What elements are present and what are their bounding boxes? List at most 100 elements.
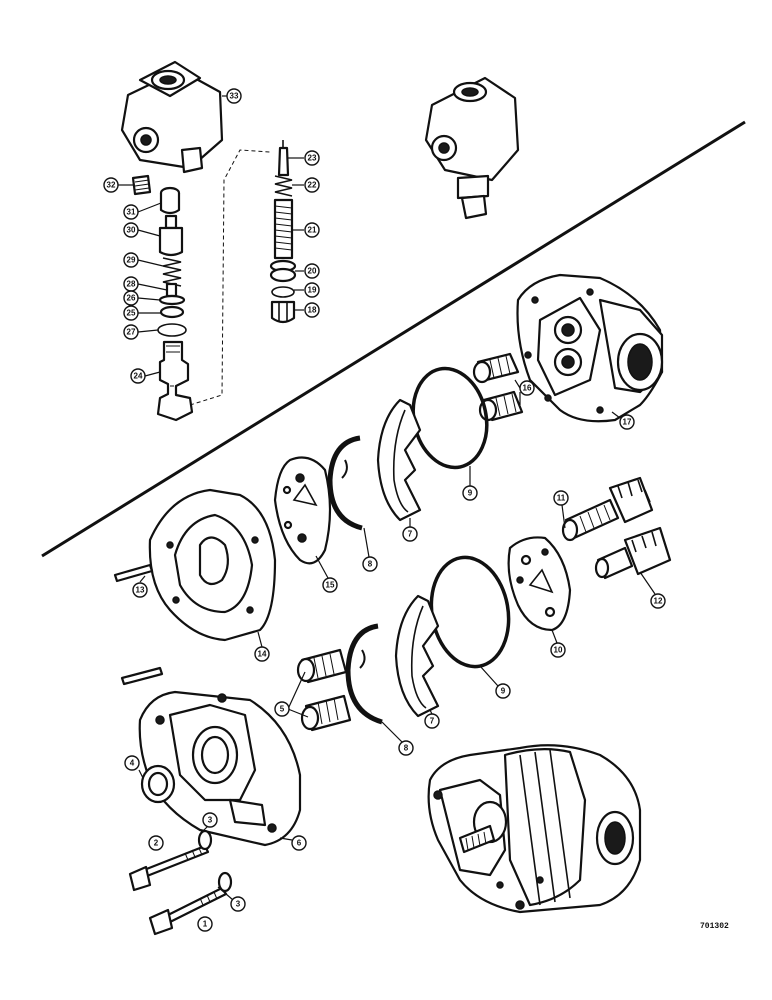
relief-valve-assembled	[424, 76, 520, 220]
callout-28: 28	[123, 276, 139, 292]
svg-text:29: 29	[127, 256, 136, 265]
svg-text:33: 33	[230, 92, 239, 101]
washer-3-upper	[197, 829, 213, 851]
svg-text:22: 22	[308, 181, 317, 190]
assembled-pump	[427, 744, 642, 914]
callout-8-upper: 8	[362, 556, 378, 572]
bearing-5-upper	[296, 648, 348, 684]
washer-26	[158, 294, 186, 306]
oring-27	[157, 323, 187, 337]
svg-text:23: 23	[308, 154, 317, 163]
plug-32	[131, 174, 152, 196]
callout-31: 31	[123, 204, 139, 220]
gasket-7-lower	[394, 594, 440, 718]
dowel-pin-13-lower	[120, 666, 164, 686]
divider-line	[41, 120, 746, 558]
callout-9-upper: 9	[462, 485, 478, 501]
callout-5: 5	[274, 701, 290, 717]
svg-text:27: 27	[127, 328, 136, 337]
callout-1: 1	[197, 916, 213, 932]
callout-10: 10	[550, 642, 566, 658]
front-cover-6	[138, 690, 302, 847]
callout-17: 17	[619, 414, 635, 430]
bolt-1	[148, 886, 228, 936]
callout-14: 14	[254, 646, 270, 662]
callout-8-lower: 8	[398, 740, 414, 756]
callout-6: 6	[291, 835, 307, 851]
callout-16: 16	[519, 380, 535, 396]
callout-12: 12	[650, 593, 666, 609]
svg-text:7: 7	[408, 530, 413, 539]
leader-lines	[118, 95, 656, 901]
piston-30	[158, 214, 184, 257]
svg-text:4: 4	[130, 759, 135, 768]
dowel-pin-13-upper	[113, 563, 154, 583]
rear-cover-17	[516, 273, 664, 423]
callout-19: 19	[304, 282, 320, 298]
assembly-path	[189, 149, 271, 406]
pin-23	[277, 140, 290, 177]
shaft-seal-4	[140, 764, 176, 804]
callout-15: 15	[322, 577, 338, 593]
svg-text:9: 9	[468, 489, 473, 498]
svg-text:30: 30	[127, 226, 136, 235]
svg-text:16: 16	[523, 384, 532, 393]
spring-22	[274, 175, 293, 197]
figure-reference: 701302	[700, 922, 729, 931]
svg-text:1: 1	[203, 920, 208, 929]
drive-gear-11	[561, 476, 654, 542]
callout-7-upper: 7	[402, 526, 418, 542]
callout-11: 11	[553, 490, 569, 506]
callout-30: 30	[123, 222, 139, 238]
callout-13: 13	[132, 582, 148, 598]
callout-20: 20	[304, 263, 320, 279]
svg-text:3: 3	[208, 816, 213, 825]
ring-25	[159, 305, 185, 319]
seal-ring-9-lower	[429, 555, 511, 669]
callout-4: 4	[124, 755, 140, 771]
svg-text:17: 17	[623, 418, 632, 427]
svg-text:7: 7	[430, 717, 435, 726]
washer-3-lower	[217, 871, 233, 893]
svg-text:8: 8	[404, 744, 409, 753]
callout-27: 27	[123, 324, 139, 340]
wear-plate-15	[273, 456, 332, 565]
svg-text:26: 26	[127, 294, 136, 303]
svg-text:5: 5	[280, 705, 285, 714]
svg-text:12: 12	[654, 597, 663, 606]
callout-2: 2	[148, 835, 164, 851]
adjusting-screw-21	[273, 198, 294, 260]
svg-text:10: 10	[554, 646, 563, 655]
svg-text:14: 14	[258, 650, 267, 659]
callout-32: 32	[103, 177, 119, 193]
callout-9-lower: 9	[495, 683, 511, 699]
acorn-nut-18	[270, 300, 296, 324]
bearing-16-upper	[472, 352, 520, 384]
callout-3-upper: 3	[202, 812, 218, 828]
relief-valve-housing	[120, 60, 224, 174]
gasket-7-upper	[376, 398, 422, 522]
spring-29	[162, 257, 182, 287]
svg-text:21: 21	[308, 226, 317, 235]
gear-housing-14	[148, 488, 277, 642]
svg-text:8: 8	[368, 560, 373, 569]
callout-25: 25	[123, 305, 139, 321]
seal-8-upper	[327, 435, 363, 531]
svg-text:20: 20	[308, 267, 317, 276]
svg-text:6: 6	[297, 839, 302, 848]
cap-31	[159, 186, 181, 215]
spacer-28	[165, 282, 178, 298]
driven-gear-12	[594, 526, 672, 580]
washer-20	[269, 259, 297, 283]
seat-24	[156, 340, 194, 422]
svg-text:32: 32	[107, 181, 116, 190]
callout-29: 29	[123, 252, 139, 268]
callout-33: 33	[226, 88, 242, 104]
callout-22: 22	[304, 177, 320, 193]
svg-text:19: 19	[308, 286, 317, 295]
svg-text:15: 15	[326, 581, 335, 590]
svg-text:3: 3	[236, 900, 241, 909]
svg-text:24: 24	[134, 372, 143, 381]
